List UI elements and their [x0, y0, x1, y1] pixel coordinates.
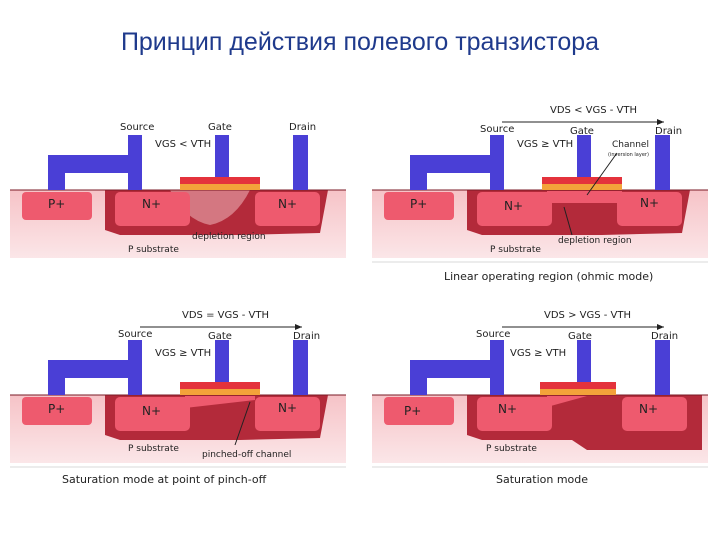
n-plus-source-region [115, 192, 190, 226]
drain-electrode [655, 340, 670, 395]
panel-caption: Saturation mode at point of pinch-off [62, 473, 267, 486]
vds-label: VDS = VGS - VTH [182, 310, 269, 321]
n-plus-source-label: N+ [142, 404, 161, 418]
gate-electrode [215, 135, 229, 177]
depletion-region-label: depletion region [558, 236, 632, 246]
n-plus-source-label: N+ [142, 197, 161, 211]
gate-electrode [577, 135, 591, 177]
n-plus-source-region [115, 397, 190, 431]
n-plus-drain-label: N+ [278, 197, 297, 211]
p-plus-region [384, 397, 454, 425]
vgs-label: VGS ≥ VTH [510, 348, 566, 359]
substrate-label: P substrate [490, 245, 541, 255]
source-electrode [48, 340, 142, 395]
shortened-channel [547, 396, 587, 407]
gate-metal-layer [540, 382, 616, 389]
n-plus-source-region [477, 397, 552, 431]
n-plus-drain-region [255, 397, 320, 431]
substrate-label: P substrate [486, 444, 537, 454]
gate-label: Gate [568, 331, 592, 342]
vgs-label: VGS ≥ VTH [155, 348, 211, 359]
drain-label: Drain [655, 126, 682, 137]
n-plus-drain-label: N+ [639, 402, 658, 416]
gate-metal-layer [180, 177, 260, 184]
mosfet-panel-cutoff: Source Gate Drain VGS < VTH P+ N+ N+ P s… [10, 122, 346, 258]
n-plus-drain-region [617, 192, 682, 226]
source-label: Source [118, 329, 152, 340]
drain-electrode [655, 135, 670, 190]
slide-title: Принцип действия полевого транзистора [120, 28, 600, 56]
drain-label: Drain [293, 331, 320, 342]
vds-label: VDS > VGS - VTH [544, 310, 631, 321]
drain-electrode [293, 340, 308, 395]
gate-oxide-layer [180, 389, 260, 395]
gate-oxide-layer [542, 184, 622, 190]
n-plus-drain-region [255, 192, 320, 226]
source-electrode [48, 135, 142, 190]
pinch-pointer [234, 401, 251, 446]
p-plus-label: P+ [404, 404, 421, 418]
channel-pointer [586, 152, 618, 196]
gate-oxide-layer [180, 184, 260, 190]
n-plus-source-region [477, 192, 552, 226]
drain-label: Drain [289, 122, 316, 133]
pinched-channel [185, 396, 255, 408]
substrate-label: P substrate [128, 245, 179, 255]
vgs-label: VGS ≥ VTH [517, 139, 573, 150]
depletion-region-label: depletion region [192, 232, 266, 242]
source-label: Source [120, 122, 154, 133]
drain-label: Drain [651, 331, 678, 342]
source-electrode [410, 135, 504, 190]
panel-caption: Linear operating region (ohmic mode) [444, 270, 653, 283]
source-electrode [410, 340, 504, 395]
mosfet-panel-saturation: VDS > VGS - VTH Source Gate Drain VGS ≥ … [372, 310, 708, 486]
inversion-channel [547, 191, 622, 203]
gate-label: Gate [570, 126, 594, 137]
p-plus-region [22, 397, 92, 425]
n-plus-source-label: N+ [504, 199, 523, 213]
vds-label: VDS < VGS - VTH [550, 105, 637, 116]
panel-caption: Saturation mode [496, 473, 588, 486]
gate-label: Gate [208, 331, 232, 342]
p-plus-label: P+ [48, 402, 65, 416]
channel-label: Channel [612, 140, 649, 150]
p-plus-region [22, 192, 92, 220]
inversion-layer-label: (inversion layer) [608, 152, 649, 158]
source-label: Source [476, 329, 510, 340]
gate-metal-layer [180, 382, 260, 389]
depletion-pointer [563, 206, 573, 236]
gate-metal-layer [542, 177, 622, 184]
vgs-label: VGS < VTH [155, 139, 211, 150]
p-plus-label: P+ [48, 197, 65, 211]
n-plus-drain-label: N+ [278, 401, 297, 415]
gate-label: Gate [208, 122, 232, 133]
n-plus-source-label: N+ [498, 402, 517, 416]
p-plus-label: P+ [410, 197, 427, 211]
n-plus-drain-label: N+ [640, 196, 659, 210]
gate-electrode [577, 340, 591, 382]
drain-electrode [293, 135, 308, 190]
mosfet-panel-pinch-off: VDS = VGS - VTH Source Gate Drain VGS ≥ … [10, 310, 346, 486]
gate-oxide-layer [540, 389, 616, 395]
n-plus-drain-region [622, 397, 687, 431]
source-label: Source [480, 124, 514, 135]
substrate-label: P substrate [128, 444, 179, 454]
pinched-off-label: pinched-off channel [202, 450, 291, 460]
gate-electrode [215, 340, 229, 382]
mosfet-panel-linear: VDS < VGS - VTH Source Gate Drain VGS ≥ … [372, 105, 708, 283]
p-plus-region [384, 192, 454, 220]
